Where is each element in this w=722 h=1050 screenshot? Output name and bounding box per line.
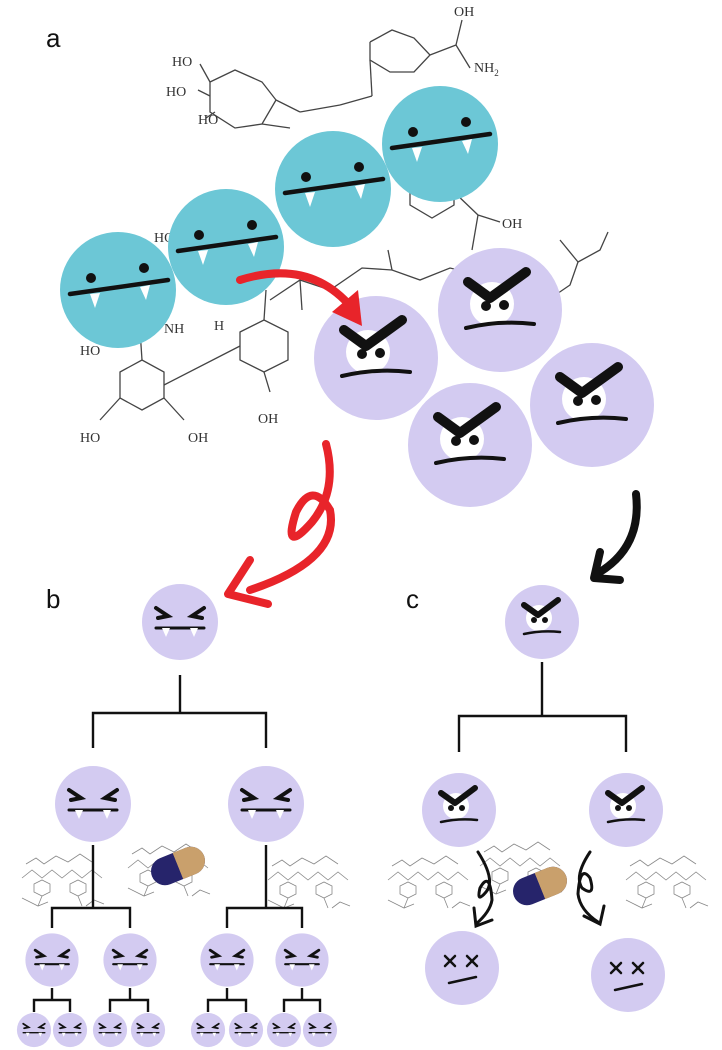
bacterium-icon [189, 1012, 227, 1048]
nh2-label: NH2 [474, 61, 499, 78]
oh-label: OH [188, 431, 208, 446]
bacterium-icon [129, 1012, 167, 1048]
nh-label: NH [164, 322, 184, 337]
drug-molecule-icon [21, 853, 105, 907]
angry-face-icon [589, 773, 663, 847]
red-loop-arrow [224, 440, 335, 608]
kill-arrow-right [576, 850, 606, 927]
bacteria-fourth-generation [15, 1012, 339, 1048]
black-arrow [590, 490, 641, 584]
bacterium-icon [53, 764, 133, 844]
bacterium-icon [24, 931, 80, 988]
dead-face-icon [423, 929, 501, 1007]
fanged-face-icon [382, 86, 498, 202]
panel-b-label: b [46, 584, 60, 614]
bacterium-icon [92, 1012, 128, 1048]
panel-b-tree [15, 582, 351, 1048]
oh-label: OH [258, 412, 278, 427]
angry-face-icon [314, 296, 438, 420]
bacteria-cluster [314, 248, 654, 507]
molecule-atom-labels: OH NH2 HO HO HO OH HO NH H HO HO OH OH [80, 5, 522, 446]
ho-label: HO [198, 113, 218, 128]
fanged-face-icon [168, 189, 284, 305]
fanged-face-icon [60, 232, 176, 348]
red-binding-arrow [236, 269, 362, 326]
bacterium-icon [226, 764, 306, 844]
bacterium-icon [15, 1012, 53, 1048]
drug-molecule-icon [387, 855, 471, 909]
bacterium-icon [199, 931, 256, 988]
bacterium-icon [273, 931, 331, 988]
kill-arrow-left [472, 850, 494, 929]
dead-face-icon [589, 936, 667, 1014]
ho-label: HO [80, 431, 100, 446]
drug-molecules [60, 86, 498, 348]
angry-face-icon [422, 773, 496, 847]
oh-label: OH [502, 217, 522, 232]
bacterium-icon [301, 1012, 339, 1048]
vancomycin-structure [99, 19, 609, 421]
oh-label: OH [454, 5, 474, 20]
bacterium-icon [265, 1012, 303, 1048]
panel-a-label: a [46, 23, 61, 53]
ho-label: HO [172, 55, 192, 70]
angry-face-icon [438, 248, 562, 372]
fanged-face-icon [275, 131, 391, 247]
h-label: H [214, 319, 224, 334]
angry-face-icon [505, 585, 579, 659]
bacterium-icon [51, 1012, 88, 1048]
drug-molecule-icon [625, 855, 709, 909]
bacterium-icon [102, 931, 158, 988]
panel-c-tree [387, 585, 709, 1014]
angry-face-icon [408, 383, 532, 507]
drug-molecule-icon [267, 855, 351, 909]
angry-face-icon [530, 343, 654, 467]
ho-label: HO [166, 85, 186, 100]
panel-c-label: c [406, 584, 419, 614]
bacterium-icon [227, 1012, 265, 1048]
ho-label: HO [80, 344, 100, 359]
bacterium-icon [140, 582, 220, 662]
